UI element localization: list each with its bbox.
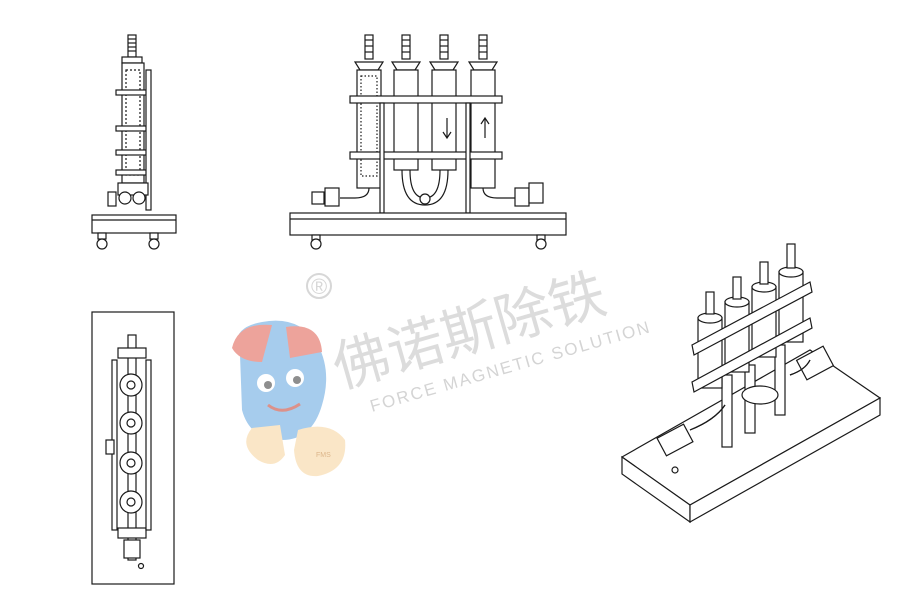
- registered-mark: ®: [311, 274, 327, 299]
- mascot-label: FMS: [316, 452, 331, 459]
- front-view: [289, 34, 567, 250]
- watermark: FMS ® 佛诺斯除铁 FORCE MAGNETIC SOLUTION: [232, 262, 653, 477]
- mascot-logo: FMS: [232, 320, 346, 477]
- side-view: [91, 34, 177, 250]
- isometric-view: [620, 243, 882, 524]
- top-view: [91, 311, 175, 585]
- registered-circle: [306, 273, 332, 299]
